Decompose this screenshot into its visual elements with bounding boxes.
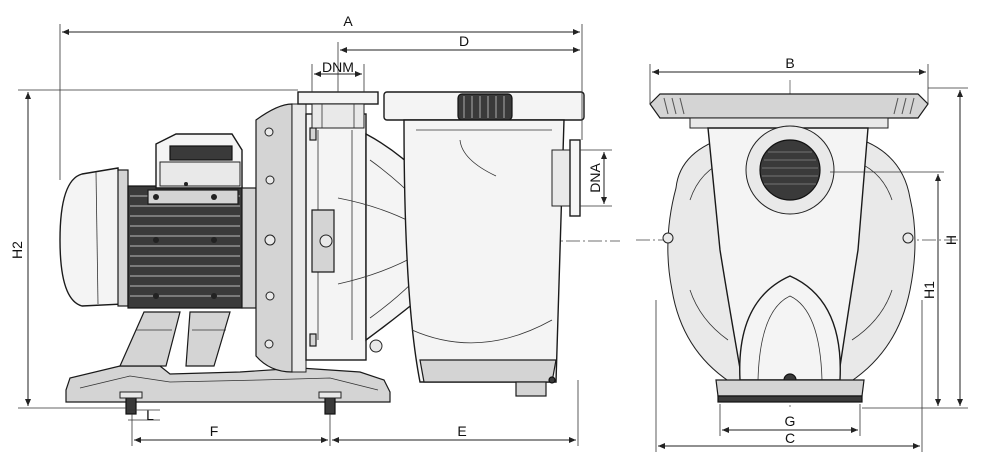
label-dnm: DNM xyxy=(322,59,354,75)
label-b: B xyxy=(785,55,794,71)
front-base xyxy=(715,379,865,397)
label-e: E xyxy=(457,423,466,439)
label-c: C xyxy=(785,430,795,446)
label-l: L xyxy=(146,407,154,423)
front-lid xyxy=(649,93,929,119)
front-dimensions xyxy=(649,64,968,452)
motor xyxy=(59,133,257,309)
front-view xyxy=(636,80,960,410)
label-h: H xyxy=(943,235,959,245)
label-dna: DNA xyxy=(587,163,603,193)
strainer-housing xyxy=(383,91,585,397)
drain-plug xyxy=(369,339,383,353)
motor-base xyxy=(65,311,391,415)
drain-screw xyxy=(548,376,556,384)
label-h2: H2 xyxy=(9,241,25,259)
label-h1: H1 xyxy=(921,281,937,299)
label-d: D xyxy=(459,33,469,49)
label-f: F xyxy=(210,423,219,439)
pump-flange xyxy=(255,103,367,373)
label-g: G xyxy=(785,413,796,429)
side-dimensions xyxy=(18,24,612,446)
side-view xyxy=(59,91,620,415)
label-a: A xyxy=(343,13,353,29)
